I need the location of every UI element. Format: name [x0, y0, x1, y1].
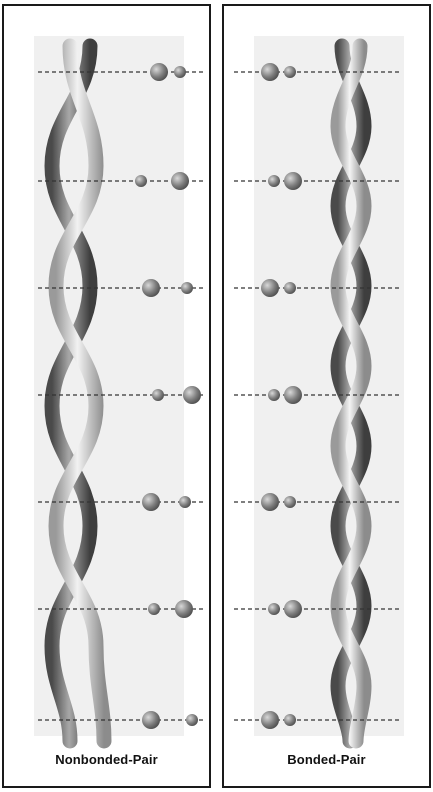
- panel-caption: Nonbonded-Pair: [4, 752, 209, 767]
- nonbonded-pair-panel: Nonbonded-Pair: [2, 4, 211, 788]
- nonbonded-pair-illustration: [4, 6, 209, 786]
- bonded-pair-panel: Bonded-Pair: [222, 4, 431, 788]
- panel-caption: Bonded-Pair: [224, 752, 429, 767]
- bonded-pair-illustration: [224, 6, 429, 786]
- background-band: [254, 36, 404, 736]
